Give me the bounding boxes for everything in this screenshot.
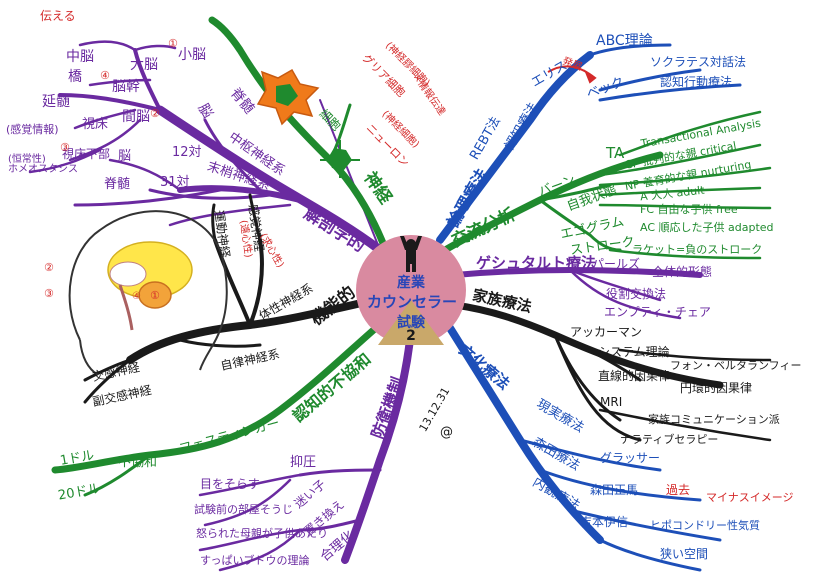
neuron-cell-illustration — [256, 68, 360, 178]
family-linear: 直線的因果律 — [598, 369, 671, 383]
anatomy-spinal-n: 31対 — [160, 175, 190, 190]
family-circular: 円環的因果律 — [680, 381, 753, 395]
family-mri: MRI — [600, 395, 623, 409]
anatomy-marker-2: ② — [150, 107, 160, 120]
anatomy-pons: 橋 — [68, 69, 82, 85]
gestalt-branches — [452, 266, 703, 320]
center-line2: カウンセラー — [366, 293, 457, 311]
family-comm: 家族コミュニケーション派 — [648, 413, 780, 426]
gestalt-branch-label: ゲシュタルト療法 — [476, 254, 597, 272]
rebt-socratic: ソクラテス対話法 — [650, 55, 747, 69]
rebt-cbt: 認知行動療法 — [660, 75, 733, 89]
functional-branches — [83, 193, 379, 404]
gestalt-perls: パールズ — [592, 257, 641, 271]
gestalt-empty: エンプティ・チェア — [604, 305, 711, 319]
defense-branches — [198, 336, 414, 572]
rebt-branches — [436, 43, 742, 244]
anatomy-marker-1: ① — [168, 37, 178, 50]
anatomy-diencephalon: 間脳 — [122, 109, 150, 125]
anatomy-cranial-n: 12対 — [172, 145, 202, 160]
anatomy-sensory: (感覚情報) — [6, 123, 59, 136]
anatomy-brainstem: 脳幹 — [112, 79, 140, 95]
gestalt-role: 役割交換法 — [606, 287, 667, 301]
gestalt-whole: 全体的形態 — [652, 265, 713, 279]
anatomy-relay-note: 伝える — [40, 9, 76, 23]
culture-past: 過去 — [666, 483, 691, 497]
culture-yoshimoto: 吉本伊信 — [580, 515, 629, 529]
culture-neg: マイナスイメージ — [706, 491, 794, 504]
culture-glasser: グラッサー — [600, 451, 661, 465]
head-marker-4: ④ — [132, 291, 141, 302]
defense-look-away: 目をそらす — [200, 477, 260, 491]
family-bertalanffy: フォン・ベルタランフィー — [670, 359, 802, 372]
center-line3: 試験 — [397, 315, 425, 331]
culture-morita-name: 森田正馬 — [590, 483, 639, 497]
head-marker-1: ① — [150, 289, 160, 302]
family-narrative: ナラティブセラピー — [620, 433, 719, 446]
cognitive-dissonance: 不協和 — [118, 455, 158, 470]
head-marker-3: ③ — [44, 287, 54, 300]
family-branches — [451, 301, 772, 442]
ta-racket: ラケット=負のストローク — [632, 243, 763, 256]
rebt-abc: ABC理論 — [596, 33, 653, 49]
anatomy-marker-4: ④ — [100, 69, 110, 82]
head-marker-2: ② — [44, 261, 54, 274]
culture-branches — [441, 316, 722, 572]
cognitive-branches — [51, 316, 389, 497]
family-ackerman: アッカーマン — [570, 325, 643, 339]
ta-ac: AC 順応した子供 adapted — [640, 221, 774, 234]
rebt-arrow — [547, 65, 597, 84]
anatomy-cerebrum: 大脳 — [130, 57, 158, 73]
ta-fc: FC 自由な子供 free — [640, 203, 738, 216]
anatomy-thalamus: 視床 — [82, 117, 109, 132]
center-line4: 2 — [406, 328, 416, 344]
footer-signature: @ — [440, 425, 453, 440]
center-line1: 産業 — [397, 275, 425, 291]
anatomy-marker-3: ③ — [60, 141, 70, 154]
ta-ta: TA — [606, 144, 625, 162]
anatomy-cerebellum: 小脳 — [178, 47, 206, 63]
anatomy-cranial: 脳 — [118, 149, 132, 164]
ta-branches — [441, 110, 772, 260]
center-node — [356, 235, 466, 345]
anatomy-hypothalamus: 視床下部 — [62, 147, 111, 161]
family-systems: システム理論 — [598, 345, 670, 359]
culture-narrow: 狭い空間 — [660, 547, 709, 561]
anatomy-branches — [28, 40, 385, 255]
culture-hypochondria: ヒポコンドリー性気質 — [650, 519, 760, 532]
anatomy-spinal2: 脊髄 — [104, 177, 131, 192]
anatomy-homeostasis: (恒常性) ホメオスタシス — [8, 154, 78, 175]
person-icon — [400, 236, 422, 272]
defense-repression: 抑圧 — [290, 455, 317, 470]
anatomy-medulla: 延髄 — [42, 94, 70, 110]
defense-fool: 試験前の部屋そうじ — [194, 503, 293, 516]
anatomy-midbrain: 中脳 — [66, 49, 94, 65]
defense-anger: 怒られた母親が子供あたり — [196, 527, 328, 540]
defense-sour: すっぱいブドウの理論 — [200, 554, 310, 567]
head-illustration — [68, 210, 228, 376]
